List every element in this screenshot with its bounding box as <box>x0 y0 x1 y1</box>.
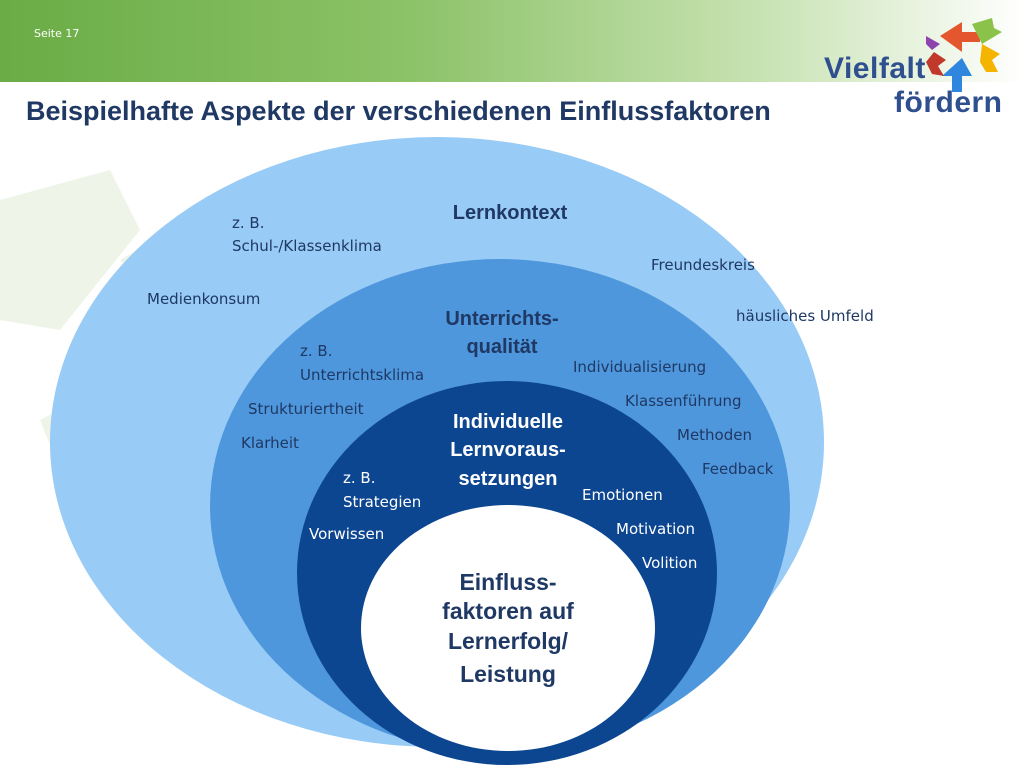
middle-ring-title-line1: Unterrichts- <box>445 308 559 330</box>
header-bar <box>0 0 1024 82</box>
middle-item-feedback: Feedback <box>702 460 774 478</box>
inner-item-zb: z. B. <box>343 469 376 487</box>
inner-ring-title-line2: Lernvoraus- <box>450 439 566 461</box>
middle-item-klarheit: Klarheit <box>241 434 299 452</box>
outer-item-schulklima: Schul-/Klassenklima <box>232 237 382 255</box>
outer-item-zb: z. B. <box>232 214 265 232</box>
outer-ring-title: Lernkontext <box>452 202 568 224</box>
page-number: Seite 17 <box>34 27 80 40</box>
slide-title: Beispielhafte Aspekte der verschiedenen … <box>26 96 771 126</box>
logo-text-line2: fördern <box>894 86 1003 119</box>
inner-ring-title-line1: Individuelle <box>452 411 564 433</box>
middle-ring-title-line2: qualität <box>466 336 538 358</box>
middle-item-zb: z. B. <box>300 342 333 360</box>
outer-item-medienkonsum: Medienkonsum <box>147 290 261 308</box>
center-ellipse-einflussfaktoren <box>361 505 655 751</box>
middle-item-strukturiertheit: Strukturiertheit <box>248 400 364 418</box>
logo: Vielfalt fördern <box>822 14 1012 124</box>
inner-item-vorwissen: Vorwissen <box>309 525 385 543</box>
center-text-line3: Lernerfolg/ <box>447 628 569 654</box>
logo-arrows-icon <box>926 18 1002 92</box>
inner-item-volition: Volition <box>642 554 698 572</box>
middle-item-methoden: Methoden <box>677 426 752 444</box>
middle-item-unterrichtsklima: Unterrichtsklima <box>300 366 425 384</box>
middle-item-individualisierung: Individualisierung <box>573 358 707 376</box>
logo-text-line1: Vielfalt <box>824 52 926 85</box>
inner-item-emotionen: Emotionen <box>582 486 663 504</box>
center-text-line2: faktoren auf <box>442 598 574 624</box>
inner-ring-title-line3: setzungen <box>458 468 558 490</box>
center-text-line1: Einfluss- <box>459 569 557 595</box>
outer-item-haeusliches-umfeld: häusliches Umfeld <box>736 307 874 325</box>
center-text-line4: Leistung <box>460 661 556 687</box>
inner-item-motivation: Motivation <box>616 520 695 538</box>
middle-item-klassenfuehrung: Klassenführung <box>625 392 742 410</box>
inner-item-strategien: Strategien <box>343 493 422 511</box>
outer-item-freundeskreis: Freundeskreis <box>651 256 755 274</box>
